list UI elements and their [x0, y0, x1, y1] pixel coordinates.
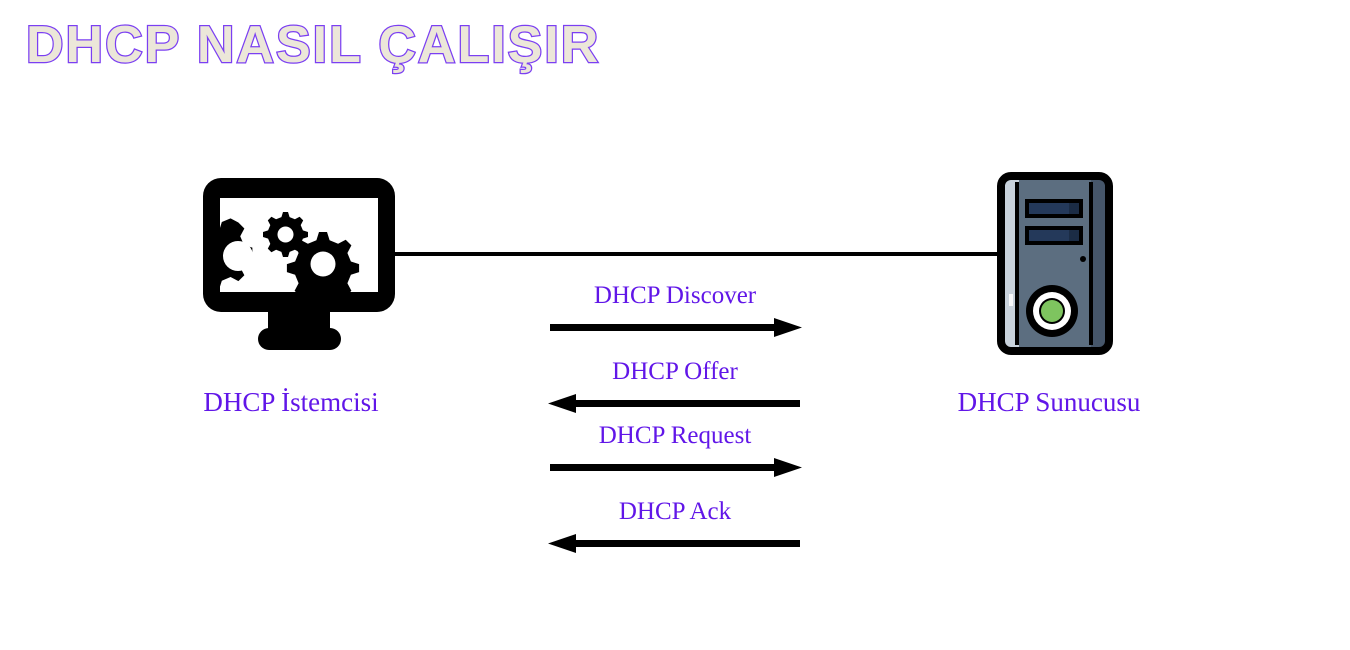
message-label-offer: DHCP Offer	[612, 358, 738, 385]
message-row-discover: DHCP Discover	[530, 281, 820, 343]
monitor-screen	[220, 198, 378, 292]
monitor-stand-base	[258, 328, 341, 350]
client-node	[203, 178, 395, 350]
arrow-right-discover	[550, 318, 802, 337]
message-row-offer: DHCP Offer	[530, 357, 820, 419]
server-tower-icon	[997, 172, 1113, 355]
arrow-right-request	[550, 458, 802, 477]
message-label-ack: DHCP Ack	[618, 498, 732, 525]
client-label: DHCP İstemcisi	[203, 387, 379, 417]
server-node	[997, 172, 1113, 355]
message-label-discover: DHCP Discover	[593, 282, 757, 309]
message-row-request: DHCP Request	[530, 421, 820, 483]
network-link-line	[394, 252, 998, 256]
message-label-request: DHCP Request	[598, 422, 752, 449]
arrow-left-ack	[548, 534, 800, 553]
page-title: DHCP NASIL ÇALIŞIR	[25, 15, 601, 76]
gears-icon	[220, 212, 360, 292]
server-label: DHCP Sunucusu	[957, 387, 1141, 417]
arrow-left-offer	[548, 394, 800, 413]
monitor-stand-neck	[268, 310, 330, 332]
monitor-bezel	[203, 178, 395, 312]
message-row-ack: DHCP Ack	[530, 497, 820, 559]
